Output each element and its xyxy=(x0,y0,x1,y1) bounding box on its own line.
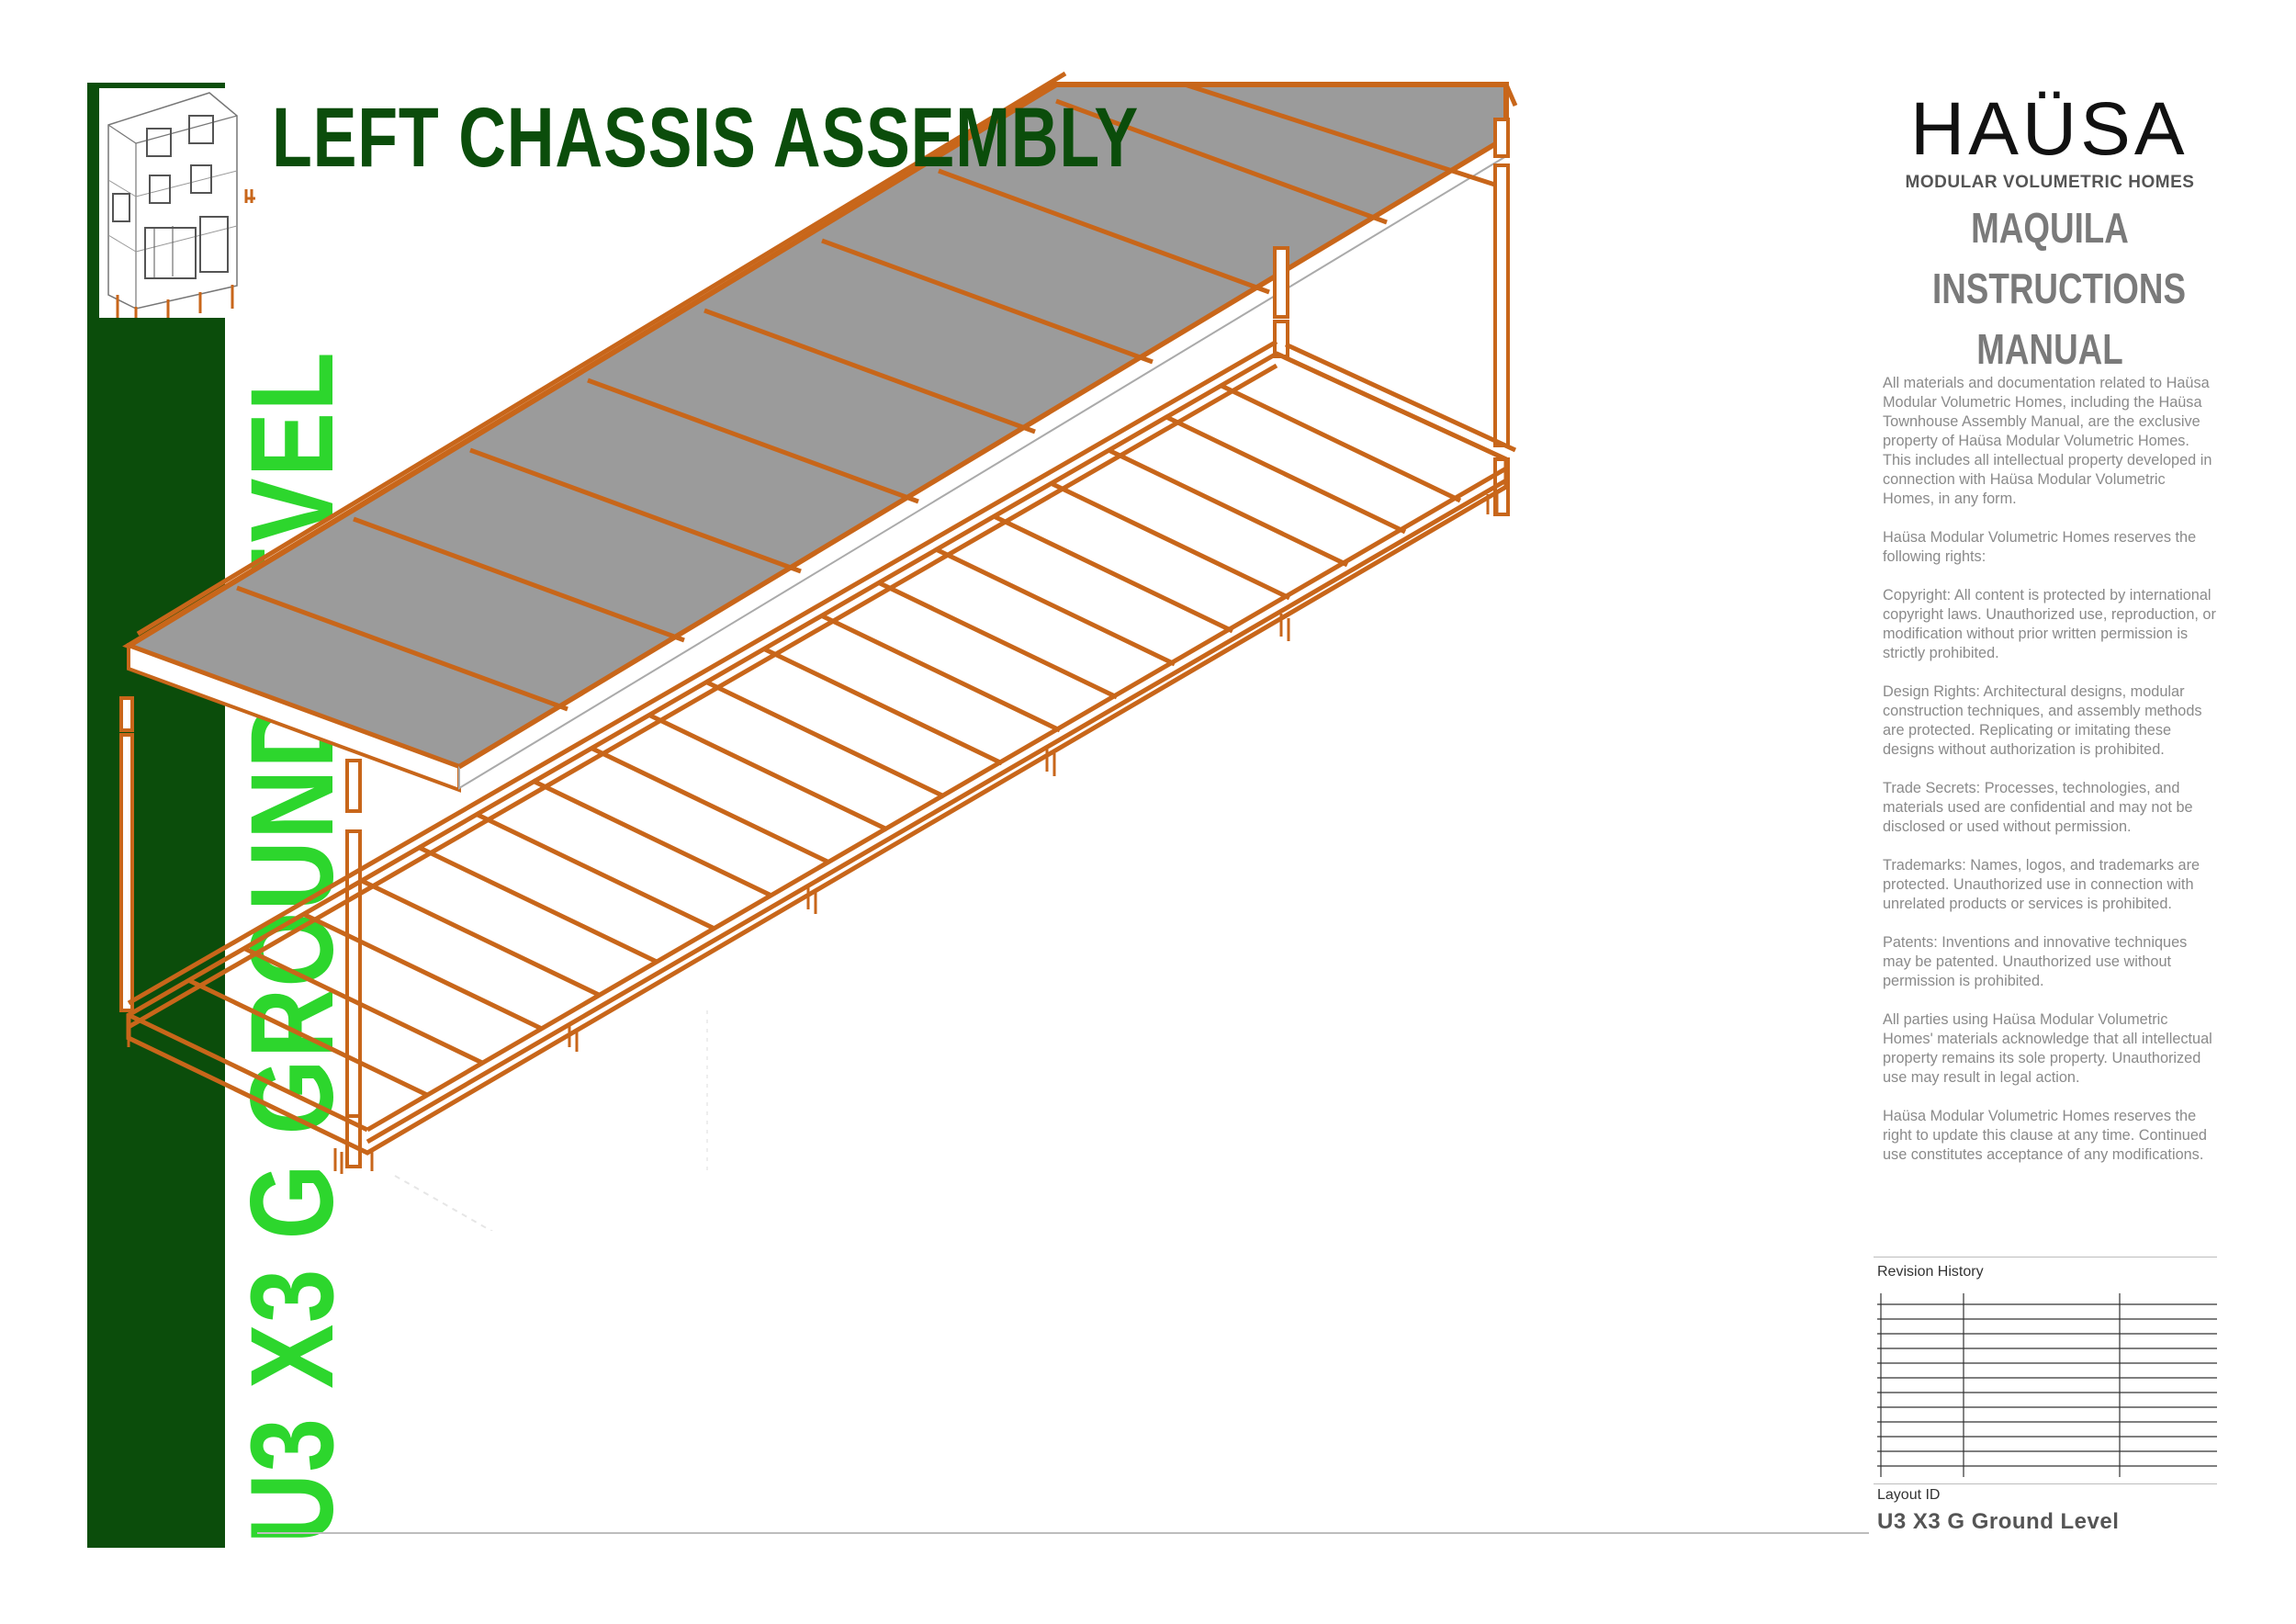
chassis-legs xyxy=(127,494,1499,1174)
manual-line: MANUAL xyxy=(1976,325,2123,373)
brand-tagline: MODULAR VOLUMETRIC HOMES xyxy=(1905,173,2195,192)
revision-history-table xyxy=(1877,1293,2217,1477)
legal-paragraph: Trade Secrets: Processes, technologies, … xyxy=(1883,780,2193,835)
house-thumbnail xyxy=(99,88,255,318)
manual-title: MAQUILA INSTRUCTIONS MANUAL xyxy=(1932,197,2186,379)
revision-history-label: Revision History xyxy=(1877,1264,1984,1280)
layout-divider xyxy=(1874,1483,2217,1484)
legal-paragraph: All parties using Haüsa Modular Volumetr… xyxy=(1883,1011,2212,1086)
brand-logo: HAÜSA xyxy=(1910,92,2186,167)
legal-paragraph: Patents: Inventions and innovative techn… xyxy=(1883,934,2188,989)
legal-paragraph: Haüsa Modular Volumetric Homes reserves … xyxy=(1883,529,2197,565)
legal-paragraph: Design Rights: Architectural designs, mo… xyxy=(1883,683,2202,758)
manual-line: MAQUILA xyxy=(1971,204,2129,252)
chassis-drawing: .tb { stroke:#c8661a; fill:none; stroke-… xyxy=(119,71,1518,1231)
corner-posts xyxy=(119,118,1510,1168)
legal-notice: All materials and documentation related … xyxy=(1883,374,2218,1184)
legal-paragraph: All materials and documentation related … xyxy=(1883,375,2212,507)
manual-line: INSTRUCTIONS xyxy=(1932,265,2186,312)
footer-divider xyxy=(257,1532,1869,1534)
legal-paragraph: Copyright: All content is protected by i… xyxy=(1883,587,2216,661)
layout-id-value: U3 X3 G Ground Level xyxy=(1877,1509,2120,1534)
page-title: LEFT CHASSIS ASSEMBLY xyxy=(272,91,1140,185)
layout-id-label: Layout ID xyxy=(1877,1487,1941,1503)
upper-deck-joists xyxy=(127,71,1518,770)
legal-paragraph: Haüsa Modular Volumetric Homes reserves … xyxy=(1883,1108,2207,1163)
brand-name: HAÜSA xyxy=(1910,87,2189,171)
side-banner xyxy=(87,83,225,1548)
legal-paragraph: Trademarks: Names, logos, and trademarks… xyxy=(1883,857,2200,912)
